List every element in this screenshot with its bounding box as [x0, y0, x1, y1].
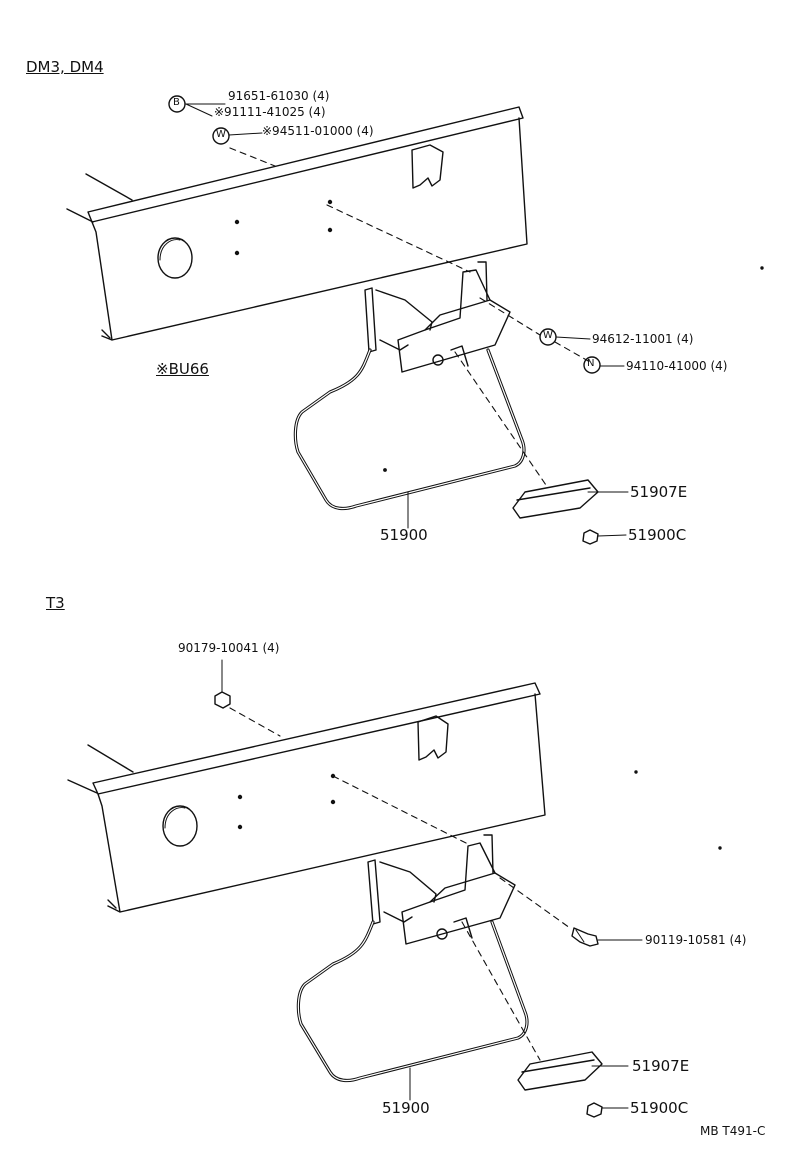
model-label-dm3-dm4: DM3, DM4 — [26, 58, 104, 76]
nut-51900c-1 — [582, 529, 599, 545]
part-90179-10041: 90179-10041 (4) — [178, 641, 280, 655]
part-90119-10581: 90119-10581 (4) — [645, 933, 747, 947]
part-91651-61030: 91651-61030 (4) — [228, 89, 330, 103]
rail-hanger-2 — [417, 715, 449, 761]
frame-rail-2 — [67, 682, 546, 913]
part-51900-2: 51900 — [382, 1099, 430, 1117]
note-bu66: ※BU66 — [156, 360, 209, 378]
carrier-51900-drawing — [293, 261, 526, 511]
frame-rail-1 — [66, 106, 528, 341]
bracket-51907e-2 — [517, 1051, 603, 1091]
part-94511-01000: ※94511-01000 (4) — [262, 124, 374, 138]
section1-drawing — [66, 95, 629, 545]
marker-b: B — [173, 97, 180, 108]
rail-hanger-1 — [411, 144, 444, 189]
nut-90179-icon — [214, 691, 231, 709]
model-label-t3: T3 — [46, 594, 65, 612]
frame-hole-2 — [162, 805, 198, 847]
part-51900c-1: 51900C — [628, 526, 687, 544]
nut-51900c-2 — [586, 1102, 603, 1118]
marker-w-circle-right — [539, 328, 557, 346]
marker-n: N — [587, 358, 595, 369]
part-94110-41000: 94110-41000 (4) — [626, 359, 728, 373]
marker-w-right: W — [543, 330, 553, 341]
bracket-51907e-1 — [512, 479, 599, 519]
marker-w-top: W — [216, 129, 226, 140]
carrier-51900-drawing-2 — [296, 834, 529, 1083]
marker-b-circle — [168, 95, 186, 113]
marker-n-circle — [583, 356, 601, 374]
part-51900c-2: 51900C — [630, 1099, 689, 1117]
figure-code: MB T491-C — [700, 1124, 766, 1138]
part-51907e-1: 51907E — [630, 483, 688, 501]
section2-drawing — [67, 659, 643, 1118]
part-51900-1: 51900 — [380, 526, 428, 544]
part-91111-41025: ※91111-41025 (4) — [214, 105, 326, 119]
frame-hole-1 — [157, 237, 193, 279]
marker-w-circle-top — [212, 127, 230, 145]
part-94612-11001: 94612-11001 (4) — [592, 332, 694, 346]
bolt-90119-icon — [571, 927, 599, 947]
part-51907e-2: 51907E — [632, 1057, 690, 1075]
